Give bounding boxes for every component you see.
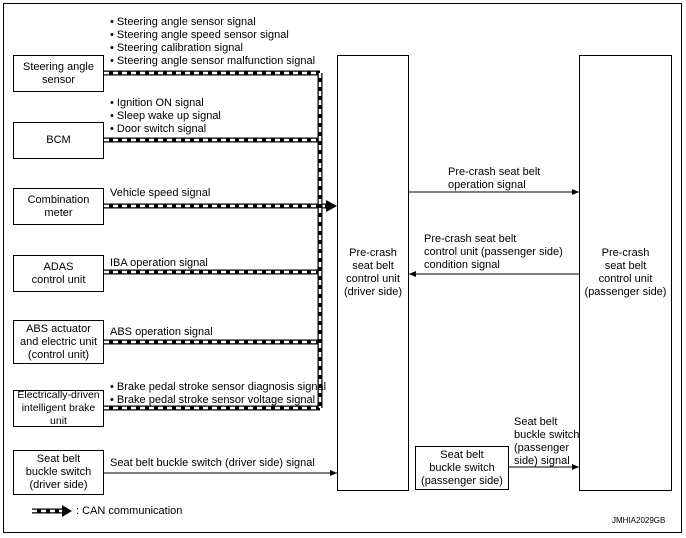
brake-signal-list: Brake pedal stroke sensor diagnosis sign… [110, 381, 326, 407]
bcm-signal-list: Ignition ON signal Sleep wake up signal … [110, 97, 221, 136]
can-bus-arrowhead [326, 200, 337, 212]
signal-item: Brake pedal stroke sensor diagnosis sign… [110, 381, 326, 394]
diagram-frame [3, 3, 682, 533]
legend-label: : CAN communication [76, 505, 183, 517]
signal-item: Sleep wake up signal [110, 110, 221, 123]
signal-item: Brake pedal stroke sensor voltage signal [110, 394, 326, 407]
buckle-driver-signal-label: Seat belt buckle switch (driver side) si… [110, 457, 315, 469]
signal-item: Door switch signal [110, 123, 221, 136]
signal-item: Steering angle sensor signal [110, 16, 315, 29]
steering-signal-list: Steering angle sensor signal Steering an… [110, 16, 315, 68]
buckle-passenger-signal-label: Seat belt buckle switch (passenger side)… [514, 416, 580, 467]
hardwire-lines [104, 189, 579, 476]
iba-signal-label: IBA operation signal [110, 257, 208, 269]
steering-angle-sensor-box: Steering angle sensor [13, 55, 104, 92]
signal-item: Steering angle sensor malfunction signal [110, 55, 315, 68]
bcm-box: BCM [13, 122, 104, 159]
combination-meter-box: Combination meter [13, 188, 104, 225]
signal-item: Ignition ON signal [110, 97, 221, 110]
buckle-switch-driver-box: Seat belt buckle switch (driver side) [13, 450, 104, 495]
vehicle-speed-signal-label: Vehicle speed signal [110, 187, 211, 199]
buckle-switch-passenger-box: Seat belt buckle switch (passenger side) [415, 446, 509, 490]
condition-signal-label: Pre-crash seat belt control unit (passen… [424, 233, 563, 271]
can-bus-lines [104, 70, 337, 411]
abs-actuator-box: ABS actuator and electric unit (control … [13, 320, 104, 364]
pcsb-driver-unit-box: Pre-crash seat belt control unit (driver… [337, 55, 409, 491]
abs-signal-label: ABS operation signal [110, 326, 213, 338]
operation-signal-label: Pre-crash seat belt operation signal [448, 166, 541, 191]
legend-symbol [32, 505, 72, 517]
pcsb-passenger-unit-box: Pre-crash seat belt control unit (passen… [579, 55, 672, 491]
figure-id: JMHIA2029GB [612, 516, 666, 525]
adas-control-unit-box: ADAS control unit [13, 255, 104, 292]
signal-item: Steering angle speed sensor signal [110, 29, 315, 42]
brake-unit-box: Electrically-driven intelligent brake un… [13, 389, 104, 427]
signal-item: Steering calibration signal [110, 42, 315, 55]
